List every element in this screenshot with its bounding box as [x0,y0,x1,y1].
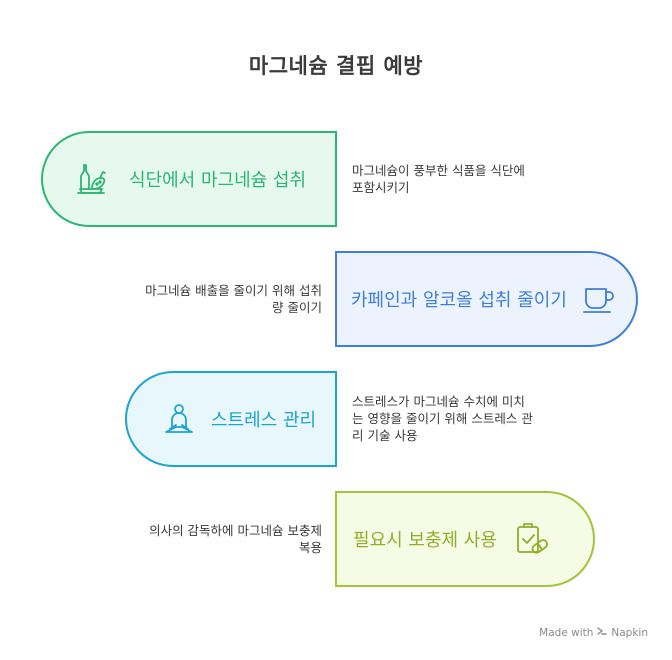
step-3-description: 스트레스가 마그네슘 수치에 미치 는 영향을 줄이기 위해 스트레스 관 리 … [352,394,533,443]
step-3-label: 스트레스 관리 [211,410,317,431]
step-1-label: 식단에서 마그네슘 섭취 [129,170,307,191]
meditation-icon [159,399,199,439]
supplement-icon [511,519,551,559]
footer-made-with: Made with [539,626,594,639]
step-1-pill: 식단에서 마그네슘 섭취 [41,131,337,227]
napkin-logo-icon [597,626,608,639]
diagram-title: 마그네슘 결핍 예방 [248,54,424,78]
step-1-description: 마그네슘이 풍부한 식품을 식단에 포함시키기 [352,163,525,195]
footer-brand: Napkin [611,626,648,639]
step-2-description: 마그네슘 배출을 줄이기 위해 섭취 량 줄이기 [145,283,322,315]
step-2-label: 카페인과 알코올 섭취 줄이기 [351,290,567,311]
step-4-pill: 필요시 보충제 사용 [335,491,595,587]
step-4-label: 필요시 보충제 사용 [353,530,497,551]
step-3-pill: 스트레스 관리 [125,371,337,467]
step-2-pill: 카페인과 알코올 섭취 줄이기 [335,251,638,347]
food-icon [71,159,111,199]
coffee-cup-icon [579,279,619,319]
footer-credit: Made with Napkin [539,626,648,639]
step-4-description: 의사의 감독하에 마그네슘 보충제 복용 [149,523,322,555]
